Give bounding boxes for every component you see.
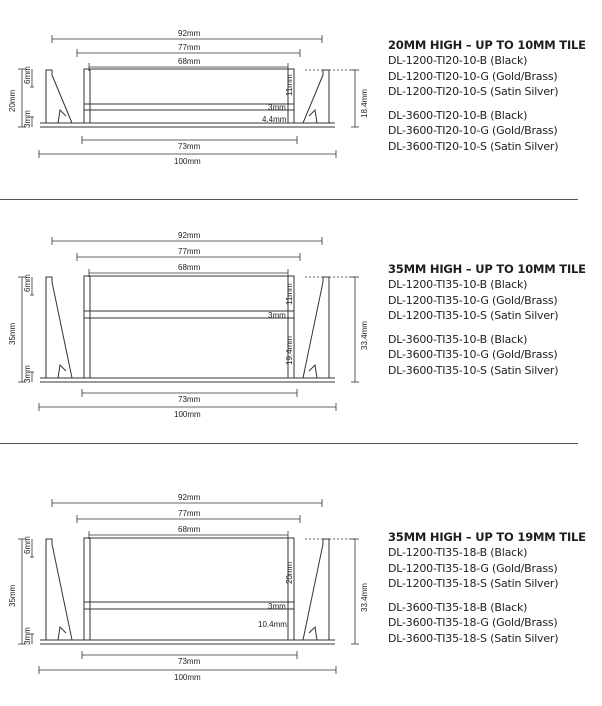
dim-right-height: 18.4mm	[360, 89, 369, 118]
dim-68: 68mm	[178, 525, 201, 534]
product-code: DL-1200-TI35-10-B (Black)	[388, 278, 528, 291]
profile-drawing-3: 92mm 77mm 68mm 73mm 100mm 35mm 6mm 3mm 2…	[0, 444, 380, 706]
dim-height-total: 35mm	[8, 584, 17, 607]
dim-92: 92mm	[178, 493, 201, 502]
spec-block-2: 35MM HIGH – UP TO 10MM TILE DL-1200-TI35…	[388, 262, 586, 378]
dim-height-top: 6mm	[23, 274, 32, 292]
dim-77: 77mm	[178, 43, 201, 52]
profile-section-2: 92mm 77mm 68mm 73mm 100mm 35mm 6mm 3mm 1…	[0, 200, 602, 444]
dim-height-top: 6mm	[23, 66, 32, 84]
profile-section-1: 92mm 77mm 68mm 73mm 100mm 20mm 6mm 3mm 1…	[0, 0, 602, 200]
product-code: DL-3600-TI20-10-S (Satin Silver)	[388, 139, 559, 153]
dim-73: 73mm	[178, 395, 201, 404]
dim-68: 68mm	[178, 263, 201, 272]
dim-height-total: 20mm	[8, 89, 17, 112]
dim-height-bottom: 3mm	[23, 627, 32, 645]
product-code: DL-3600-TI20-10-G (Gold/Brass)	[388, 124, 558, 137]
dim-height-bottom: 3mm	[23, 110, 32, 128]
dim-base: 3mm	[268, 602, 286, 611]
dim-right-height: 33.4mm	[360, 583, 369, 612]
dim-73: 73mm	[178, 657, 201, 666]
dim-100: 100mm	[174, 673, 201, 682]
dim-height-total: 35mm	[8, 322, 17, 345]
product-code: DL-3600-TI35-18-G (Gold/Brass)	[388, 616, 558, 629]
spec-title: 35MM HIGH – UP TO 19MM TILE	[388, 530, 586, 544]
product-code: DL-1200-TI35-18-G (Gold/Brass)	[388, 561, 558, 575]
product-code: DL-3600-TI35-10-B (Black)	[388, 332, 528, 346]
dim-base: 3mm	[268, 311, 286, 320]
spec-block-1: 20MM HIGH – UP TO 10MM TILE DL-1200-TI20…	[388, 38, 586, 154]
product-code: DL-1200-TI35-10-S (Satin Silver)	[388, 309, 559, 322]
dim-right-height: 33.4mm	[360, 321, 369, 350]
product-code: DL-3600-TI35-18-B (Black)	[388, 600, 528, 614]
dim-inner-height: 20mm	[285, 561, 294, 584]
product-code: DL-1200-TI35-18-S (Satin Silver)	[388, 577, 559, 590]
spec-title: 35MM HIGH – UP TO 10MM TILE	[388, 262, 586, 276]
dim-low: 4.4mm	[262, 115, 287, 124]
dim-92: 92mm	[178, 231, 201, 240]
cross-section-diagram: 92mm 77mm 68mm 73mm 100mm 35mm 6mm 3mm 2…	[8, 493, 369, 682]
cross-section-diagram: 92mm 77mm 68mm 73mm 100mm 20mm 6mm 3mm 1…	[8, 29, 369, 166]
dim-73: 73mm	[178, 142, 201, 151]
product-code: DL-3600-TI20-10-B (Black)	[388, 108, 528, 122]
dim-92: 92mm	[178, 29, 201, 38]
section-divider	[0, 443, 578, 444]
dim-77: 77mm	[178, 509, 201, 518]
dim-height-bottom: 3mm	[23, 365, 32, 383]
product-code: DL-3600-TI35-18-S (Satin Silver)	[388, 631, 559, 645]
dim-100: 100mm	[174, 157, 201, 166]
section-divider	[0, 199, 578, 200]
dim-100: 100mm	[174, 410, 201, 419]
product-code: DL-1200-TI20-10-S (Satin Silver)	[388, 85, 559, 98]
dim-height-top: 6mm	[23, 536, 32, 554]
spec-title: 20MM HIGH – UP TO 10MM TILE	[388, 38, 586, 52]
dim-inner-height: 11mm	[285, 74, 294, 96]
product-code: DL-3600-TI35-10-G (Gold/Brass)	[388, 348, 558, 361]
dim-inner-height: 11mm	[285, 283, 294, 305]
dim-base: 3mm	[268, 103, 286, 112]
cross-section-diagram: 92mm 77mm 68mm 73mm 100mm 35mm 6mm 3mm 1…	[8, 231, 369, 419]
dim-77: 77mm	[178, 247, 201, 256]
product-code: DL-1200-TI20-10-G (Gold/Brass)	[388, 69, 558, 83]
profile-section-3: 92mm 77mm 68mm 73mm 100mm 35mm 6mm 3mm 2…	[0, 444, 602, 706]
profile-drawing-2: 92mm 77mm 68mm 73mm 100mm 35mm 6mm 3mm 1…	[0, 200, 380, 444]
dim-low: 10.4mm	[258, 620, 287, 629]
dim-low: 19.4mm	[285, 336, 294, 365]
dim-68: 68mm	[178, 57, 201, 66]
profile-drawing-1: 92mm 77mm 68mm 73mm 100mm 20mm 6mm 3mm 1…	[0, 0, 380, 200]
product-code: DL-1200-TI35-18-B (Black)	[388, 546, 528, 559]
spec-block-3: 35MM HIGH – UP TO 19MM TILE DL-1200-TI35…	[388, 530, 586, 646]
product-code: DL-1200-TI35-10-G (Gold/Brass)	[388, 293, 558, 307]
product-code: DL-3600-TI35-10-S (Satin Silver)	[388, 363, 559, 377]
product-code: DL-1200-TI20-10-B (Black)	[388, 54, 528, 67]
